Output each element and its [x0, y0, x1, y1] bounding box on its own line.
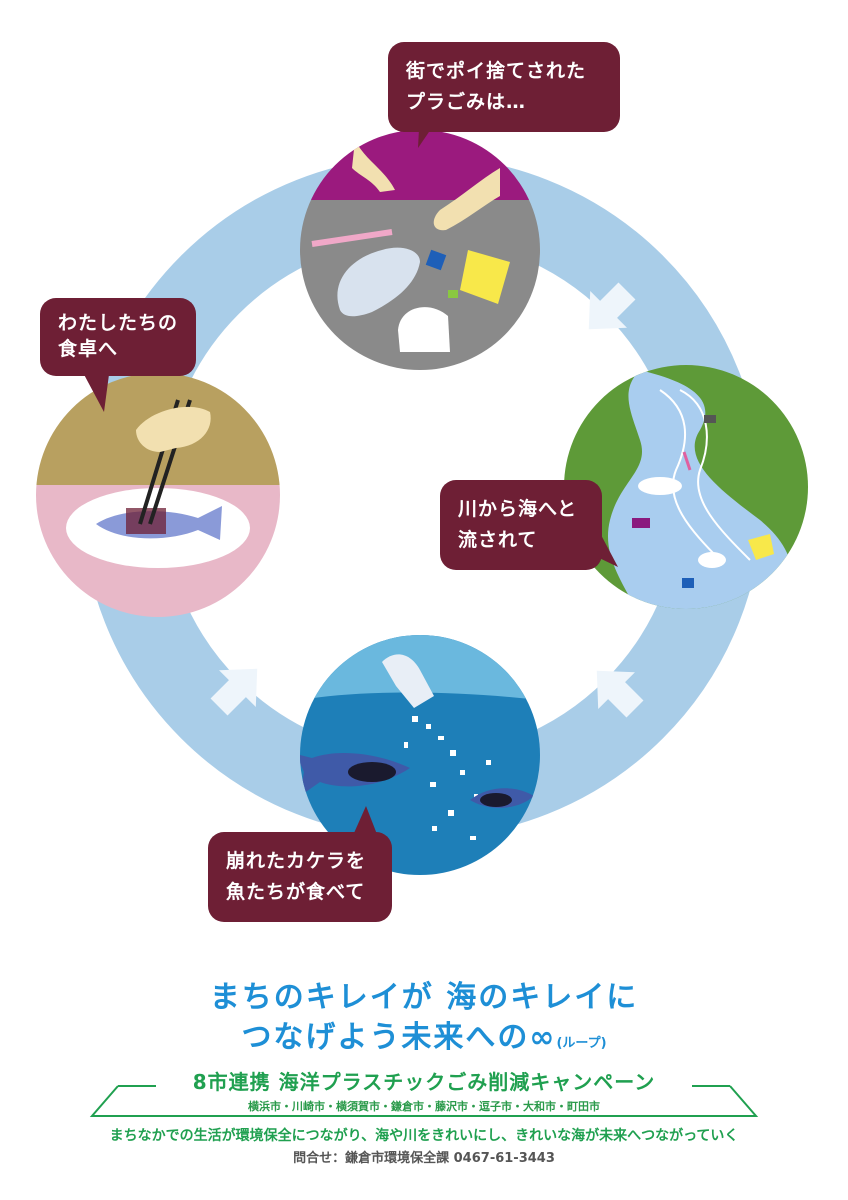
bubble-sea-line1: 崩れたカケラを	[226, 846, 374, 877]
tagline: まちなかでの生活が環境保全につながり、海や川をきれいにし、きれいな海が未来へつな…	[0, 1125, 848, 1145]
bubble-street-line2: プラごみは…	[406, 87, 602, 118]
bubble-street-line1: 街でポイ捨てされた	[406, 56, 602, 87]
city-list: 横浜市・川崎市・横須賀市・鎌倉市・藤沢市・逗子市・大和市・町田市	[0, 1098, 848, 1114]
contact-info: 問合せ：鎌倉市環境保全課 0467-61-3443	[0, 1147, 848, 1166]
bubble-river-line2: 流されて	[458, 525, 584, 556]
bubble-sea: 崩れたカケラを 魚たちが食べて	[208, 832, 392, 922]
bubble-sea-line2: 魚たちが食べて	[226, 877, 374, 908]
slogan-line2: つなげよう未来への∞(ループ)	[0, 1012, 848, 1056]
dining-scene	[30, 370, 290, 625]
campaign-title: 8市連携 海洋プラスチックごみ削減キャンペーン	[0, 1066, 848, 1095]
slogan-line2-text: つなげよう未来への∞	[241, 1020, 556, 1055]
bubble-table-line1: わたしたちの	[58, 310, 178, 336]
bubble-table: わたしたちの 食卓へ	[40, 298, 196, 376]
bubble-river-line1: 川から海へと	[458, 494, 584, 525]
plastic-bag-icon	[398, 307, 450, 352]
bubble-river: 川から海へと 流されて	[440, 480, 602, 570]
street-scene	[300, 130, 540, 370]
slogan-line2-small: (ループ)	[556, 1036, 606, 1051]
slogan-line1: まちのキレイが 海のキレイに	[0, 972, 848, 1016]
bubble-table-line2: 食卓へ	[58, 336, 178, 362]
bubble-street: 街でポイ捨てされた プラごみは…	[388, 42, 620, 132]
